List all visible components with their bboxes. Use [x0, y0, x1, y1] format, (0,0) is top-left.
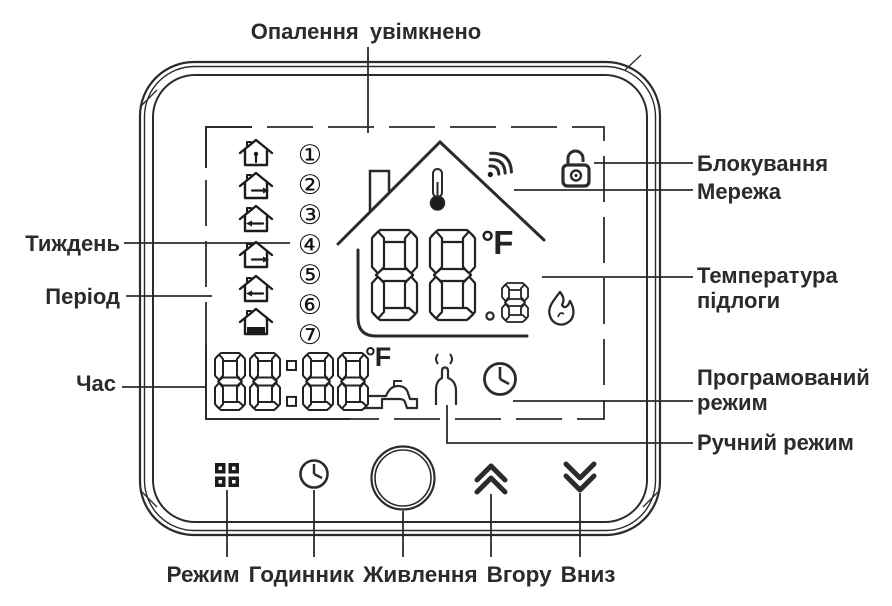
- down-button-label: Вниз: [560, 562, 616, 587]
- period-icon-1: [238, 138, 274, 167]
- week-day-7: ⑦: [297, 320, 323, 351]
- thermometer-icon: [429, 168, 446, 211]
- device-frame: [138, 54, 662, 537]
- house-icon: [336, 139, 546, 338]
- week-day-5: ⑤: [297, 260, 323, 291]
- button-captions: Режим Годинник Живлення Вгору Вниз: [148, 562, 634, 588]
- week-label: Тиждень: [25, 231, 120, 256]
- week-day-3: ③: [297, 200, 323, 231]
- time-digits: [214, 352, 369, 411]
- manual-mode-label: Ручний режим: [697, 430, 854, 455]
- period-icons: [238, 138, 274, 336]
- temp-unit-fahrenheit: °F: [481, 224, 513, 261]
- lock-icon: [561, 149, 591, 188]
- week-day-6: ⑥: [297, 290, 323, 321]
- mode-button[interactable]: [215, 463, 239, 487]
- network-label: Мережа: [697, 179, 782, 204]
- week-day-1: ①: [297, 140, 323, 171]
- up-button-label: Вгору: [486, 562, 552, 587]
- period-icon-6: [238, 307, 274, 336]
- decimal-point: [485, 311, 495, 321]
- temperature-digits: [370, 228, 477, 322]
- floor-temperature-digit: [501, 282, 529, 323]
- down-button[interactable]: [563, 461, 597, 493]
- program-clock-icon: [483, 362, 517, 396]
- hand-icon: [434, 353, 458, 405]
- period-label: Період: [45, 284, 120, 309]
- mode-button-label: Режим: [166, 562, 240, 587]
- floor-temperature-label: Температура підлоги: [697, 263, 838, 313]
- clock-button[interactable]: [299, 459, 329, 489]
- power-button[interactable]: [370, 445, 436, 511]
- period-icon-3: [238, 204, 274, 233]
- flame-icon: [548, 290, 575, 326]
- up-button[interactable]: [474, 463, 508, 495]
- clock-button-label: Годинник: [248, 562, 355, 587]
- period-icon-2: [238, 171, 274, 200]
- power-button-label: Живлення: [363, 562, 478, 587]
- lock-label: Блокування: [697, 151, 829, 176]
- period-icon-4: [238, 240, 274, 269]
- lcd-boundary: [205, 126, 605, 420]
- week-day-2: ②: [297, 170, 323, 201]
- program-mode-label: Програмований режим: [697, 365, 870, 415]
- week-day-4: ④: [297, 230, 323, 261]
- leader-lines: [122, 47, 693, 557]
- heating-on-label: Опалення увімкнено: [250, 19, 482, 44]
- wifi-icon: [487, 151, 513, 178]
- time-label: Час: [76, 371, 116, 396]
- time-unit-fahrenheit: °F: [365, 342, 391, 372]
- period-icon-5: [238, 274, 274, 303]
